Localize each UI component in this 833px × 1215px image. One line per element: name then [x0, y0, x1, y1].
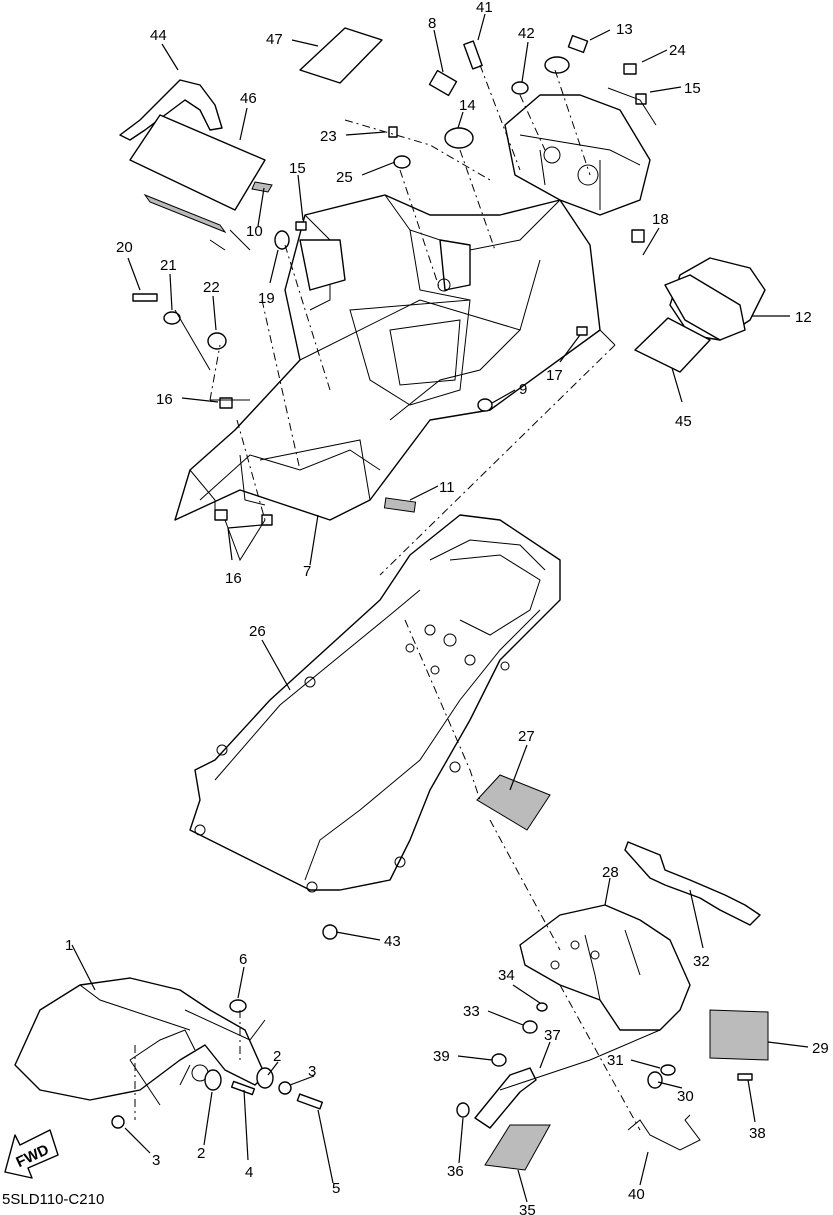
callout-18: 18	[652, 211, 669, 228]
callout-11: 11	[439, 479, 455, 496]
callout-25: 25	[336, 169, 353, 186]
callout-24: 24	[669, 42, 686, 59]
sheet-part	[129, 114, 266, 211]
callout-31: 31	[607, 1052, 624, 1069]
leader-lines	[71, 13, 809, 1203]
stay-part	[474, 1067, 537, 1129]
callout-35: 35	[519, 1202, 536, 1215]
callout-29: 29	[812, 1040, 829, 1057]
callout-42: 42	[518, 25, 535, 42]
label-part	[299, 27, 383, 84]
callout-3-left: 3	[152, 1152, 160, 1169]
callout-2-right: 2	[273, 1048, 281, 1065]
callout-40: 40	[628, 1186, 645, 1203]
callout-38: 38	[749, 1125, 766, 1142]
callout-37: 37	[544, 1027, 561, 1044]
guide-lines	[129, 64, 661, 1131]
callout-10: 10	[246, 223, 263, 240]
callout-26: 26	[249, 623, 266, 640]
callout-44: 44	[150, 27, 167, 44]
lens-part	[634, 317, 711, 373]
callout-15-mid: 15	[289, 160, 306, 177]
diagram-code: 5SLD110-C210	[2, 1191, 104, 1208]
harness-clamp-part	[627, 1114, 701, 1151]
callout-45: 45	[675, 413, 692, 430]
callout-19: 19	[258, 290, 275, 307]
callout-22: 22	[203, 279, 220, 296]
callout-14: 14	[459, 97, 476, 114]
callout-labels: 44 47 8 41 42 13 24 15 46 14 23 25 15 18…	[65, 0, 829, 1215]
callout-5: 5	[332, 1180, 340, 1197]
fasteners	[111, 34, 753, 1129]
callout-4: 4	[245, 1164, 253, 1181]
front-fender-part	[14, 977, 266, 1101]
rear-frame-assembly	[174, 94, 651, 521]
callout-12: 12	[795, 309, 812, 326]
fwd-arrow-icon: FWD	[4, 1129, 59, 1179]
reflector-part	[709, 1009, 769, 1061]
callout-16-top: 16	[156, 391, 173, 408]
callout-36: 36	[447, 1163, 464, 1180]
callout-39: 39	[433, 1048, 450, 1065]
callout-47: 47	[266, 31, 283, 48]
bracket-part	[624, 841, 761, 926]
callout-32: 32	[693, 953, 710, 970]
tail-light-part	[664, 257, 766, 341]
callout-9: 9	[519, 381, 527, 398]
callout-17: 17	[546, 367, 563, 384]
rear-reflector-part	[484, 1124, 551, 1171]
callout-34: 34	[498, 967, 515, 984]
callout-21: 21	[160, 257, 177, 274]
callout-28: 28	[602, 864, 619, 881]
callout-8: 8	[428, 15, 436, 32]
callout-30: 30	[677, 1088, 694, 1105]
license-bracket-part	[519, 904, 691, 1031]
callout-23: 23	[320, 128, 337, 145]
callout-46: 46	[240, 90, 257, 107]
callout-33: 33	[463, 1003, 480, 1020]
callout-1: 1	[65, 937, 73, 954]
callout-6: 6	[239, 951, 247, 968]
callout-16-bottom: 16	[225, 570, 242, 587]
callout-41: 41	[476, 0, 493, 16]
callout-13: 13	[616, 21, 633, 38]
callout-43: 43	[384, 933, 401, 950]
damper-part	[143, 193, 227, 234]
rear-fender-part	[189, 514, 561, 893]
callout-27: 27	[518, 728, 535, 745]
callout-20: 20	[116, 239, 133, 256]
strap-part	[119, 79, 223, 141]
callout-15-top: 15	[684, 80, 701, 97]
callout-2-left: 2	[197, 1145, 205, 1162]
callout-3-right: 3	[308, 1063, 316, 1080]
callout-7: 7	[303, 563, 311, 580]
